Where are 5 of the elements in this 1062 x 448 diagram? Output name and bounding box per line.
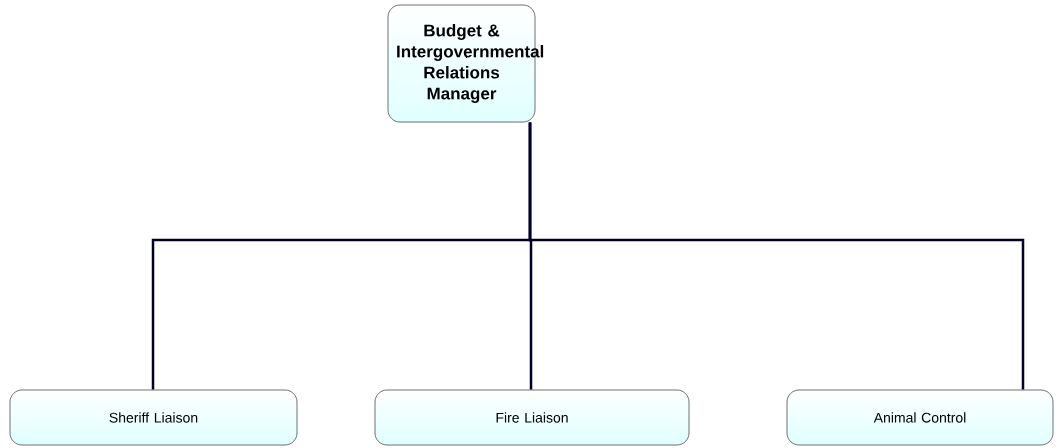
role-box: Sheriff Liaison xyxy=(9,389,298,446)
connector-line xyxy=(528,122,1025,390)
role-box: Fire Liaison xyxy=(374,389,690,446)
manager-box: Budget & Intergovernmental Relations Manager xyxy=(387,4,544,123)
role-box: Animal Control xyxy=(786,389,1054,446)
